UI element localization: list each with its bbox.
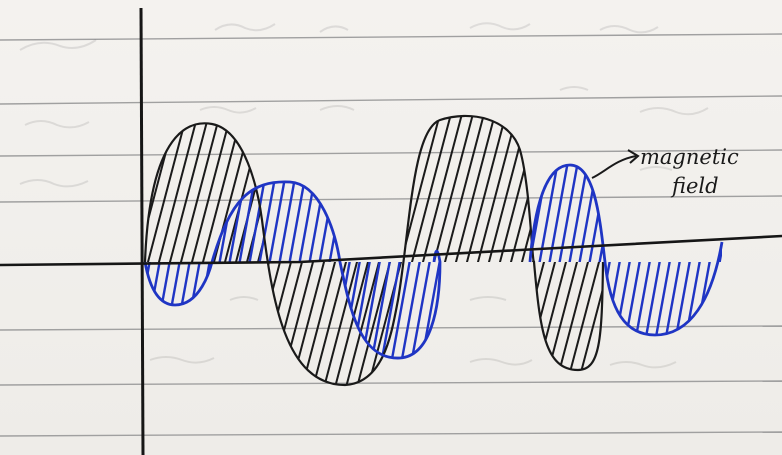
magnetic-hatch-stroke <box>550 150 590 370</box>
annotation-arrow <box>592 150 638 178</box>
margin-line <box>141 8 143 455</box>
electric-hatch-stroke <box>212 110 287 395</box>
magnetic-hatch-stroke <box>720 150 760 370</box>
ruled-lines <box>0 34 782 436</box>
magnetic-hatch-stroke <box>130 150 170 370</box>
electric-hatch-stroke <box>146 110 221 395</box>
electric-hatch-stroke <box>113 110 188 395</box>
magnetic-hatch-stroke <box>620 150 660 370</box>
magnetic-hatch-stroke <box>360 150 400 370</box>
electric-hatch-stroke <box>124 110 199 395</box>
annotation-label-line1: magnetic <box>640 145 739 169</box>
ruled-line <box>0 381 782 385</box>
magnetic-hatch-stroke <box>610 150 650 370</box>
magnetic-hatch-stroke <box>630 150 670 370</box>
ruled-line <box>0 34 782 40</box>
electric-hatch-stroke <box>190 110 265 395</box>
horizontal-axis <box>0 236 782 265</box>
magnetic-hatch-stroke <box>210 150 250 370</box>
electric-hatch-stroke <box>542 110 617 395</box>
annotation-label-line2: field <box>670 174 719 198</box>
electric-hatch-stroke <box>91 110 166 395</box>
magnetic-hatch-stroke <box>740 150 780 370</box>
magnetic-hatch-stroke <box>430 150 470 370</box>
electric-hatch-stroke <box>575 110 650 395</box>
ruled-line <box>0 196 782 202</box>
ruled-line <box>0 432 782 436</box>
magnetic-hatch-stroke <box>730 150 770 370</box>
electric-hatch-stroke <box>201 110 276 395</box>
ruled-line <box>0 96 782 104</box>
magnetic-hatch-stroke <box>590 150 630 370</box>
magnetic-hatch-stroke <box>530 150 570 370</box>
